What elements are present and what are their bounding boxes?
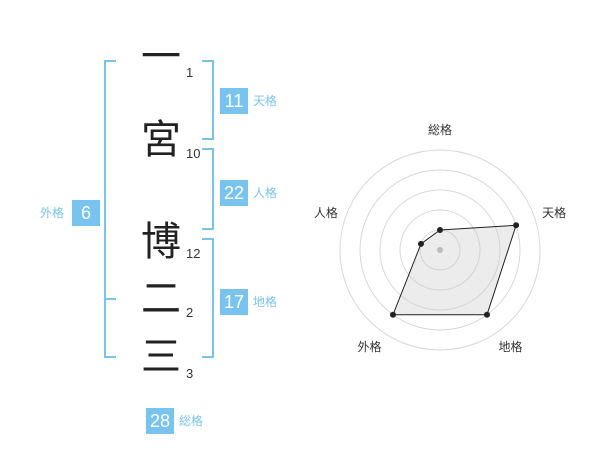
radar-point-0 [437,227,443,233]
name-char-5: 三 [141,334,181,380]
name-char-1: 一 [141,34,181,80]
stroke-count-1: 1 [186,65,194,80]
chikaku-value-badge: 17 [220,289,248,315]
radar-data-points [389,222,520,318]
radar-axis-label-4: 人格 [314,205,338,220]
radar-axis-label-3: 外格 [357,339,381,354]
radar-point-4 [417,240,424,247]
name-char-2: 宮 [141,117,181,163]
radar-grid [339,149,541,351]
radar-point-2 [484,311,491,318]
name-char-3: 博 [141,219,181,265]
soukaku-value-badge: 28 [146,408,174,434]
radar-grid-ring-4 [359,169,521,331]
jinkaku-label: 人格 [253,186,278,200]
radar-data-area [392,224,517,316]
radar-grid-ring-3 [379,189,501,311]
soukaku-label: 総格 [179,414,204,428]
tenkaku-label: 天格 [253,94,278,108]
radar-grid-ring-5 [339,149,541,351]
radar-point-3 [389,311,396,318]
gaikaku-label: 外格 [40,206,65,220]
stroke-count-3: 12 [186,246,201,261]
radar-axis-label-0: 総格 [428,122,452,137]
stroke-count-2: 10 [186,146,201,161]
chikaku-label: 地格 [253,295,278,309]
gaikaku-value-badge: 6 [72,200,100,226]
radar-axis-label-1: 天格 [542,205,566,220]
stroke-count-4: 2 [186,305,194,320]
radar-point-1 [513,222,520,229]
stroke-count-5: 3 [186,366,194,381]
radar-axis-label-2: 地格 [498,339,522,354]
radar-center-dot [437,247,443,253]
radar-grid-ring-2 [399,209,481,291]
name-char-4: 二 [141,276,181,322]
tenkaku-value-badge: 11 [220,88,248,114]
jinkaku-value-badge: 22 [220,180,248,206]
